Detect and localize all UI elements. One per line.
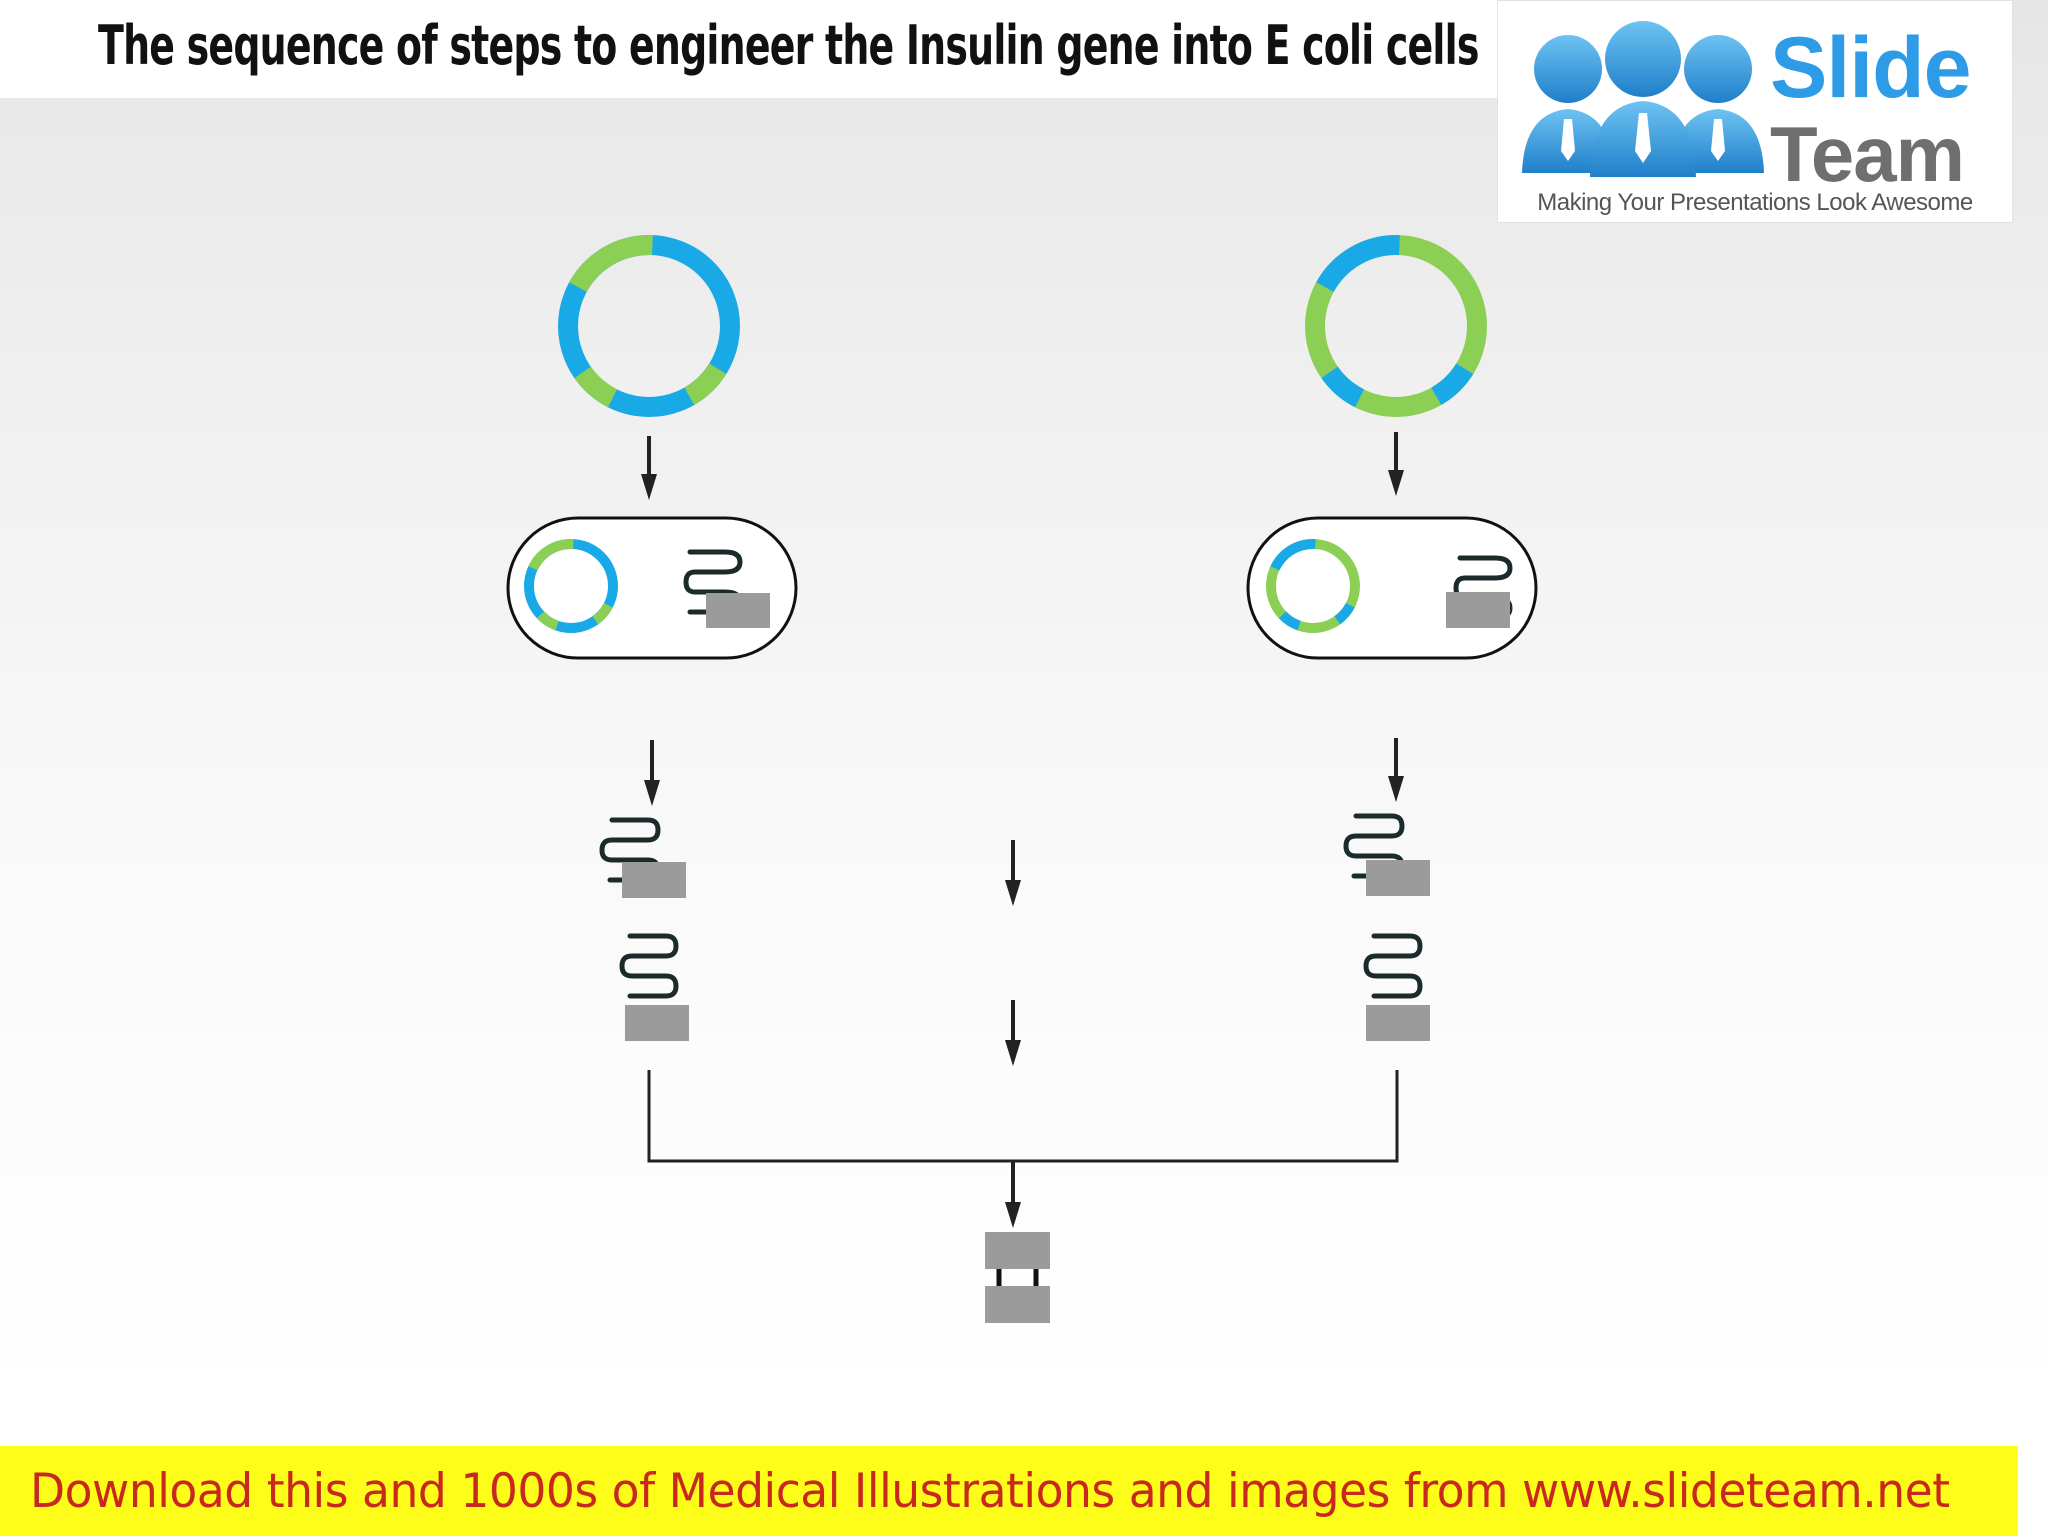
arrow-middle-1	[1005, 840, 1021, 906]
insulin-gene-right-1	[1343, 813, 1430, 896]
ecoli-cell-left	[506, 516, 798, 660]
arrow-left-2	[644, 740, 660, 806]
arrow-left-1	[641, 436, 657, 500]
insulin-gene-right-2	[1363, 933, 1430, 1041]
logo-word-team: Team	[1770, 110, 1965, 198]
gene-box	[1446, 592, 1510, 628]
footer-download-link[interactable]: Download this and 1000s of Medical Illus…	[30, 1464, 1950, 1519]
arrow-middle-2	[1005, 1000, 1021, 1066]
small-plasmid-left	[524, 539, 618, 633]
footer-banner[interactable]: Download this and 1000s of Medical Illus…	[0, 1446, 2018, 1536]
people-icon	[1522, 21, 1764, 177]
arrow-right-1	[1388, 432, 1404, 496]
title-bar: The sequence of steps to engineer the In…	[0, 0, 1500, 98]
joining-connector	[647, 1070, 1399, 1228]
arrow-right-2	[1388, 738, 1404, 802]
logo-word-slide: Slide	[1770, 20, 1972, 116]
ecoli-cell-right	[1246, 516, 1538, 660]
insulin-gene-left-2	[619, 933, 689, 1041]
gene-box	[706, 593, 770, 628]
insulin-molecule	[985, 1232, 1050, 1323]
page-title: The sequence of steps to engineer the In…	[98, 14, 1479, 77]
logo-tagline: Making Your Presentations Look Awesome	[1537, 189, 1973, 216]
plasmid-right-large	[1305, 235, 1487, 417]
plasmid-left-large	[558, 235, 740, 417]
small-plasmid-right	[1266, 539, 1360, 633]
insulin-gene-left-1	[599, 817, 686, 898]
slideteam-logo[interactable]: Slide Team Making Your Presentations Loo…	[1497, 0, 2013, 223]
